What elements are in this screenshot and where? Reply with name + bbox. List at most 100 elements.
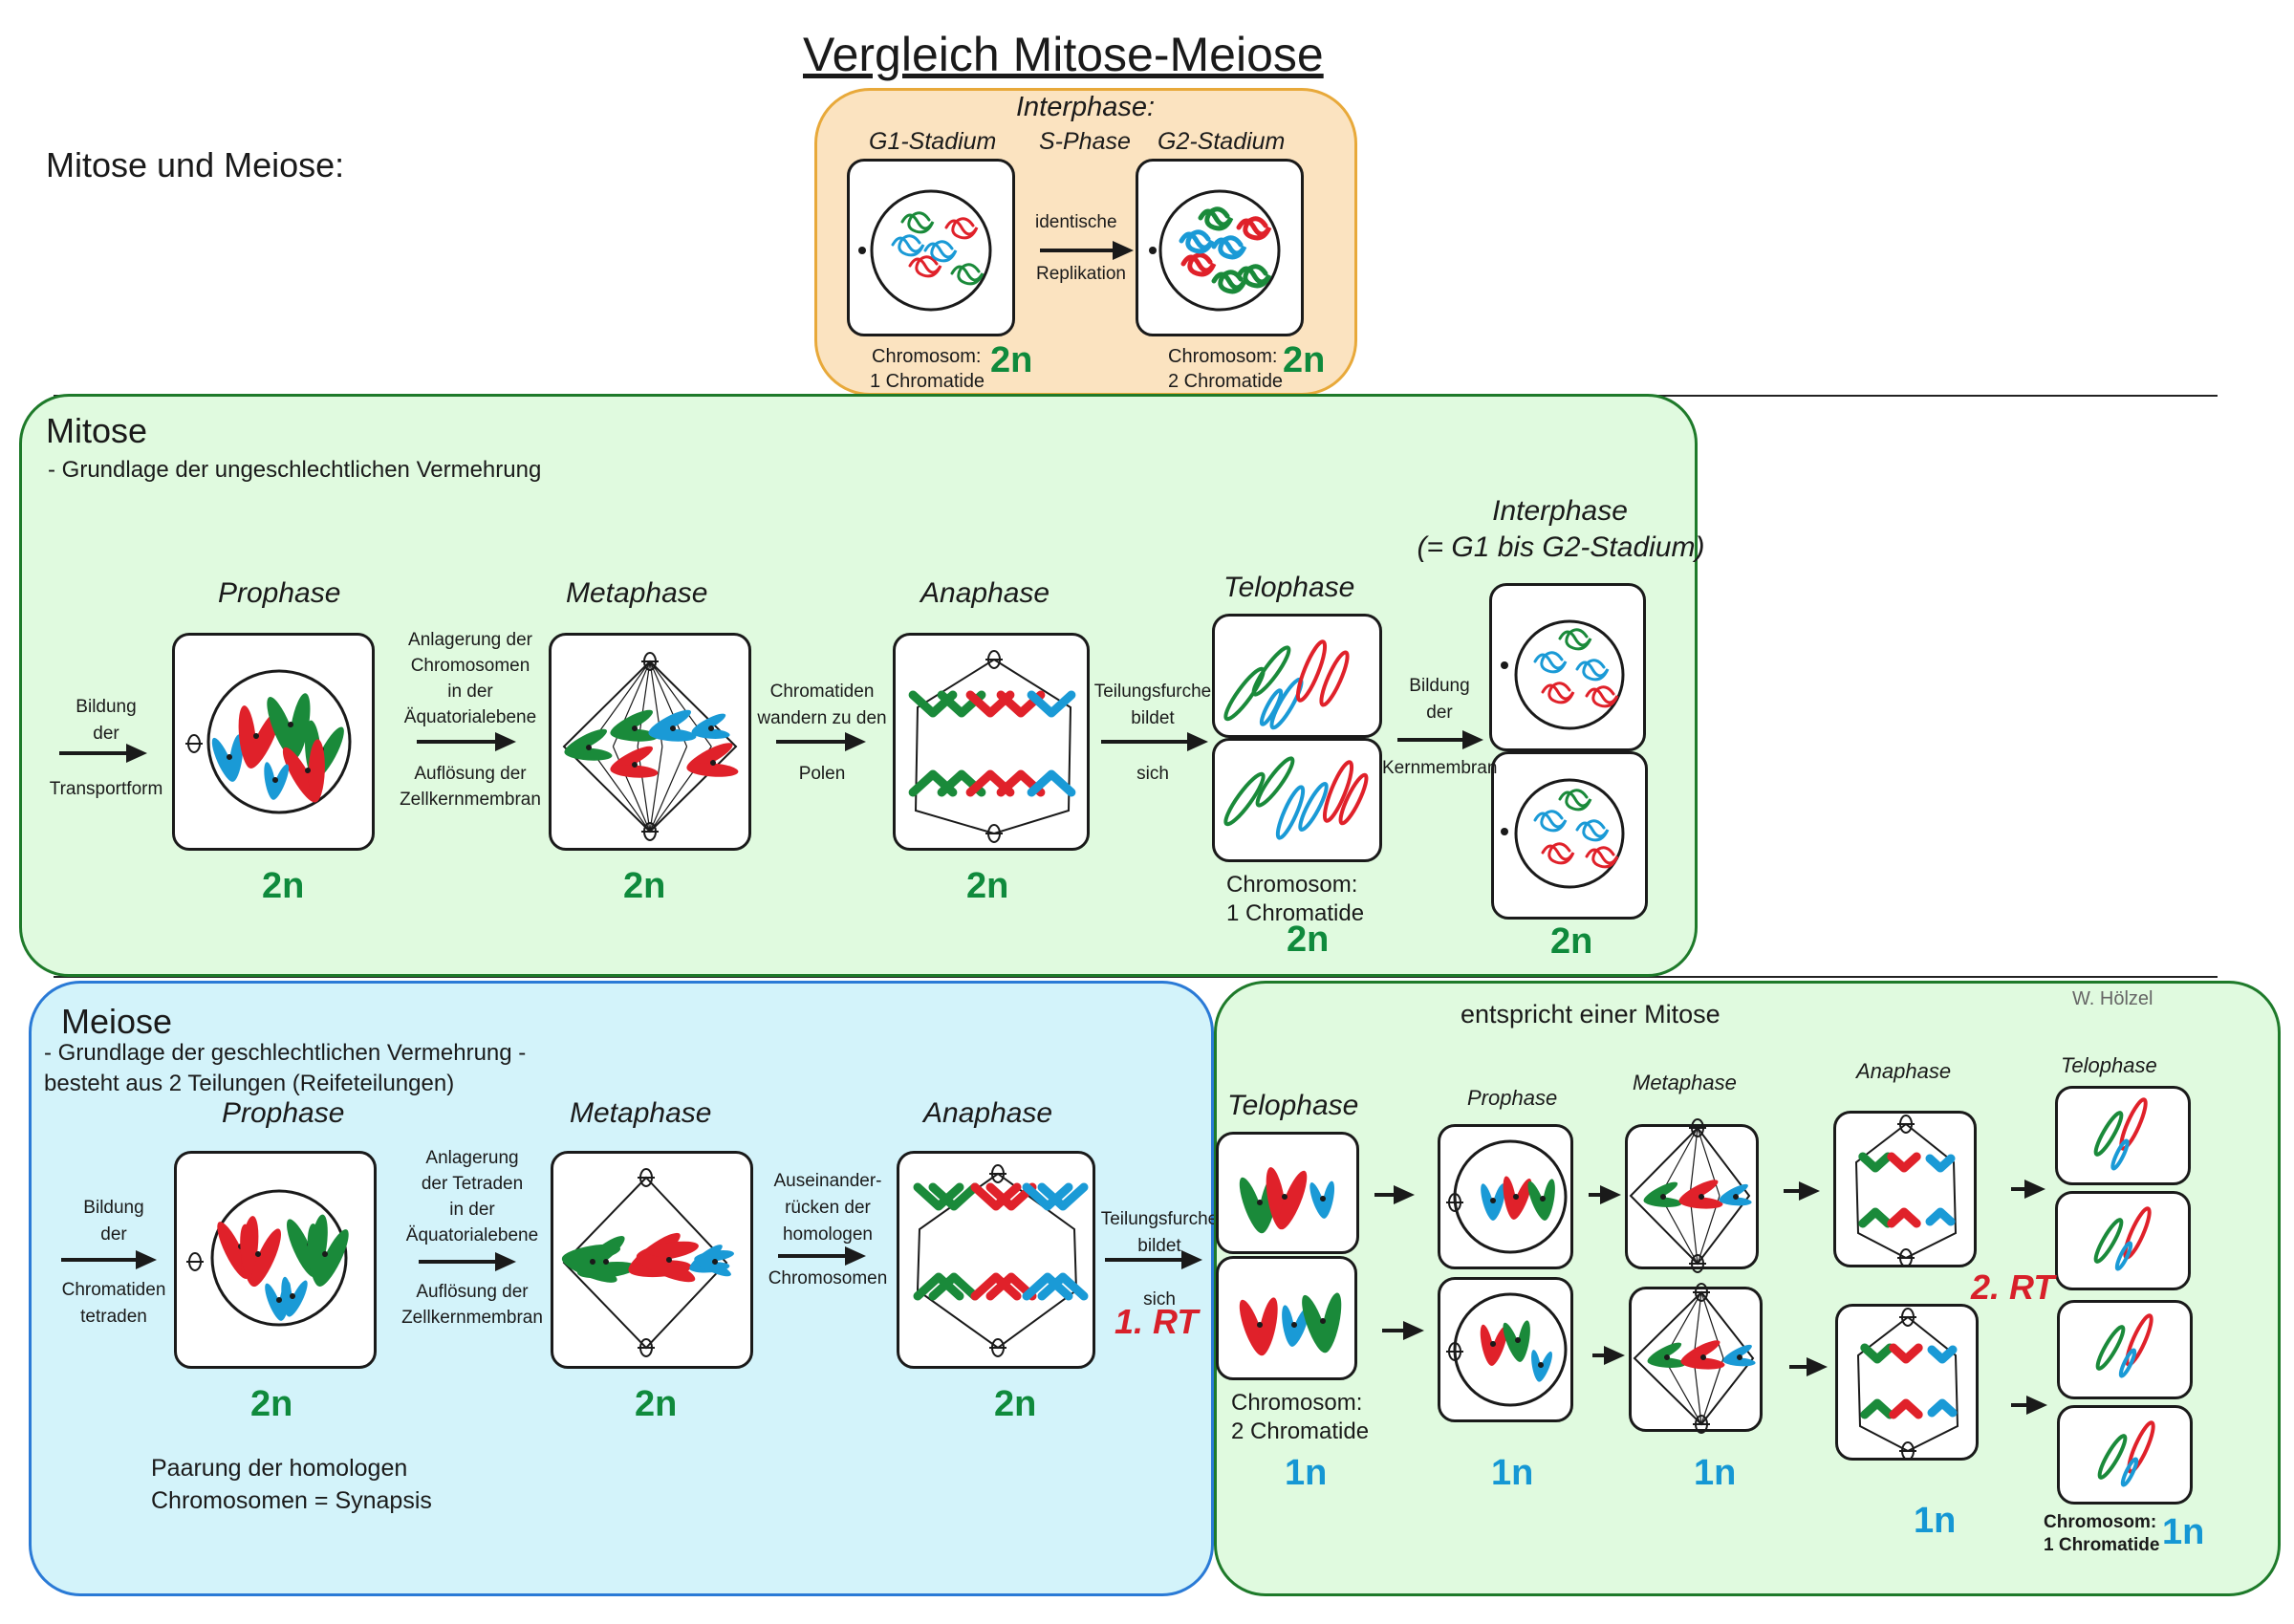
- meiose-arrow-2-label: Anlagerung der Tetraden in der Äquatoria…: [392, 1145, 552, 1331]
- sd-anaphase-ploidy: 1n: [1914, 1501, 1957, 1541]
- arrow-label-line: tetraden: [80, 1307, 147, 1327]
- g1-chromatide-label: 1 Chromatide: [870, 371, 985, 392]
- sd-telophase-cell-bottom: [1216, 1256, 1357, 1380]
- arrow-label-line: Chromatiden: [769, 682, 875, 702]
- sd-telophase-label: Telophase: [1227, 1090, 1359, 1121]
- mitose-interphase-label-1: Interphase: [1492, 495, 1628, 527]
- g2-ploidy: 2n: [1283, 340, 1326, 380]
- arrow-label-line: Auflösung der: [416, 1282, 529, 1302]
- meiose-metaphase-label: Metaphase: [570, 1097, 712, 1129]
- meiose-anaphase-label: Anaphase: [923, 1097, 1053, 1129]
- arrow-label-line: Zellkernmembran: [400, 790, 541, 810]
- mitose-arrow-1-label: Bildung der Transportform: [44, 694, 168, 803]
- sd-telophase-cell-top: [1216, 1132, 1359, 1254]
- arrow-label-line: sich: [1143, 1289, 1176, 1310]
- sd-anaphase-label: Anaphase: [1856, 1059, 1952, 1083]
- mitose-arrow-2-label: Anlagerung der Chromosomen in der Äquato…: [390, 627, 551, 812]
- arrow-label-line: Äquatorialebene: [403, 707, 537, 727]
- arrow-label-line: Auflösung der: [414, 764, 527, 784]
- mitose-interphase-cell-bottom: [1491, 751, 1648, 920]
- mitose-heading: Mitose: [46, 411, 148, 450]
- arrow-label-line: bildet: [1131, 708, 1175, 728]
- sd-prophase-label: Prophase: [1467, 1086, 1558, 1110]
- arrow-label-line: wandern zu den: [757, 708, 887, 728]
- sd-final-chromosome-label: Chromosom:: [2044, 1512, 2157, 1532]
- credit: W. Hölzel: [2072, 988, 2153, 1009]
- arrow-label-line: der: [93, 724, 119, 744]
- arrow-label-line: bildet: [1137, 1236, 1181, 1256]
- sd-telophase2-cell-1: [2055, 1086, 2191, 1185]
- sd-telophase2-cell-4: [2057, 1405, 2193, 1505]
- mitose-arrow-3-label: Chromatiden wandern zu den Polen: [751, 679, 893, 788]
- g2-label: G2-Stadium: [1158, 128, 1286, 155]
- sd-telophase-chromosome-label: Chromosom:: [1231, 1390, 1363, 1416]
- arrow-label-line: Bildung: [1409, 676, 1470, 696]
- rt1-label: 1. RT: [1115, 1302, 1199, 1341]
- meiose-prophase-label: Prophase: [222, 1097, 345, 1129]
- second-division-heading: entspricht einer Mitose: [1461, 1000, 1720, 1029]
- g1-ploidy: 2n: [990, 340, 1033, 380]
- arrow-label-line: Auseinander-: [773, 1171, 882, 1191]
- g1-label: G1-Stadium: [869, 128, 997, 155]
- sd-telophase-chromatide-label: 2 Chromatide: [1231, 1418, 1370, 1444]
- arrow-label-line: Chromatiden: [61, 1280, 166, 1300]
- synapsis-label-2: Chromosomen = Synapsis: [151, 1487, 432, 1514]
- arrow-label-line: Polen: [798, 764, 846, 784]
- arrow-label-line: der: [1426, 703, 1453, 723]
- mitose-telophase-cell-bottom: [1212, 738, 1382, 862]
- sd-prophase-cell-top: [1438, 1124, 1573, 1269]
- divider-middle: [54, 976, 2218, 978]
- sd-metaphase-cell-top: [1625, 1124, 1759, 1269]
- meiose-metaphase-ploidy: 2n: [635, 1384, 678, 1424]
- arrow-label-line: Transportform: [49, 779, 163, 799]
- sd-final-chromatide-label: 1 Chromatide: [2044, 1535, 2160, 1555]
- replication-arrow-label-top: identische: [1035, 212, 1117, 232]
- arrow-label-line: homologen: [782, 1224, 874, 1245]
- arrow-label-line: Bildung: [83, 1198, 144, 1218]
- sd-metaphase-cell-bottom: [1629, 1287, 1763, 1432]
- sd-prophase-ploidy: 1n: [1491, 1453, 1534, 1493]
- arrow-label-line: in der: [447, 682, 493, 702]
- replication-arrow-label-bottom: Replikation: [1036, 264, 1126, 284]
- synapsis-label-1: Paarung der homologen: [151, 1455, 408, 1482]
- mitose-telophase-cell-top: [1212, 614, 1382, 738]
- sd-telophase2-label: Telophase: [2061, 1053, 2157, 1077]
- meiose-heading: Meiose: [61, 1002, 173, 1041]
- g1-chromosome-label: Chromosom:: [872, 346, 982, 367]
- arrow-label-line: Chromosomen: [410, 656, 530, 676]
- page-title: Vergleich Mitose-Meiose: [803, 28, 1324, 81]
- s-phase-label: S-Phase: [1039, 128, 1131, 155]
- intro-label: Mitose und Meiose:: [46, 145, 345, 184]
- mitose-arrow-5-label: Bildung der Kernmembran: [1382, 673, 1497, 782]
- interphase-heading: Interphase:: [1016, 92, 1156, 122]
- meiose-anaphase-cell: [897, 1151, 1095, 1369]
- arrow-label-line: der: [100, 1224, 127, 1245]
- sd-telophase-ploidy: 1n: [1285, 1453, 1328, 1493]
- mitose-telophase-label: Telophase: [1223, 572, 1355, 603]
- meiose-prophase-ploidy: 2n: [250, 1384, 293, 1424]
- arrow-label-line: Teilungsfurche: [1100, 1209, 1219, 1229]
- arrow-label-line: Kernmembran: [1382, 758, 1498, 778]
- sd-prophase-cell-bottom: [1438, 1277, 1573, 1422]
- mitose-interphase-cell-top: [1489, 583, 1646, 751]
- mitose-telophase-chromosome-label: Chromosom:: [1226, 872, 1358, 898]
- arrow-label-line: in der: [449, 1200, 495, 1220]
- mitose-subtitle: - Grundlage der ungeschlechtlichen Verme…: [48, 457, 542, 483]
- meiose-metaphase-cell: [551, 1151, 753, 1369]
- mitose-arrow-4-label: Teilungsfurche bildet sich: [1088, 679, 1218, 788]
- arrow-label-line: Teilungsfurche: [1093, 682, 1212, 702]
- mitose-anaphase-label: Anaphase: [920, 577, 1050, 609]
- mitose-anaphase-ploidy: 2n: [966, 866, 1009, 906]
- meiose-prophase-cell: [174, 1151, 377, 1369]
- sd-telophase2-cell-2: [2055, 1191, 2191, 1290]
- meiose-arrow-3-label: Auseinander- rücken der homologen Chromo…: [761, 1168, 895, 1292]
- arrow-label-line: sich: [1136, 764, 1169, 784]
- mitose-prophase-ploidy: 2n: [262, 866, 305, 906]
- arrow-label-line: Chromosomen: [768, 1268, 888, 1288]
- sd-final-ploidy: 1n: [2162, 1512, 2205, 1552]
- g1-cell: [847, 159, 1015, 336]
- mitose-metaphase-cell: [549, 633, 751, 851]
- g2-chromosome-label: Chromosom:: [1168, 346, 1278, 367]
- mitose-interphase-label-2: (= G1 bis G2-Stadium): [1417, 531, 1705, 563]
- arrow-label-line: Zellkernmembran: [401, 1308, 543, 1328]
